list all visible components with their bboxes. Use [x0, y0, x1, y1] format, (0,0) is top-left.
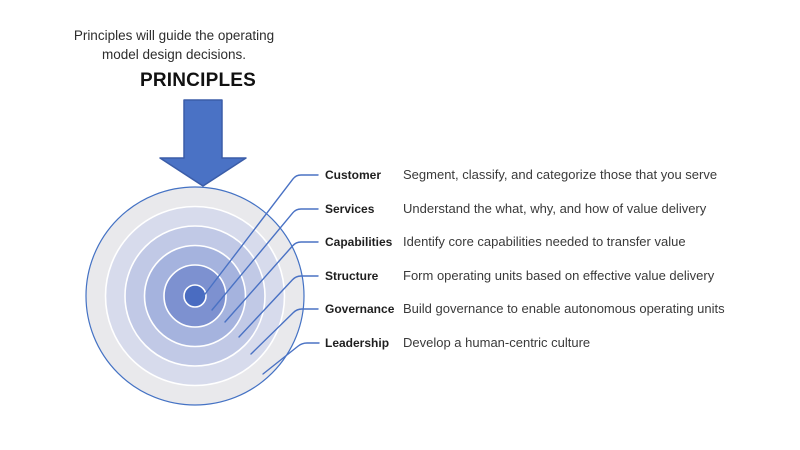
- connector-customer: [201, 174, 319, 299]
- connector-capabilities: [224, 241, 319, 323]
- callout-description: Understand the what, why, and how of val…: [403, 201, 707, 216]
- connector-structure: [238, 275, 319, 338]
- header-note-line1: Principles will guide the operating: [73, 28, 275, 43]
- callout-description: Segment, classify, and categorize those …: [403, 167, 718, 182]
- connector-services: [211, 208, 319, 311]
- connector-leadership: [262, 342, 320, 375]
- callout-row-leadership: Leadership Develop a human-centric cultur…: [325, 335, 590, 351]
- callout-row-customer: Customer Segment, classify, and categoriz…: [325, 167, 717, 183]
- callout-label: Leadership: [325, 336, 390, 350]
- header-note: Principles will guide the operating mode…: [58, 26, 290, 64]
- header-note-line2: model design decisions.: [101, 47, 247, 62]
- callout-label: Structure: [325, 269, 379, 283]
- callout-label: Customer: [325, 168, 382, 182]
- callout-label: Services: [325, 202, 375, 216]
- callout-row-structure: Structure Form operating units based on e…: [325, 268, 714, 284]
- down-arrow-icon: [159, 99, 247, 187]
- callout-row-capabilities: Capabilities Identify core capabilities n…: [325, 234, 686, 250]
- callout-description: Identify core capabilities needed to tra…: [403, 234, 686, 249]
- callout-description: Build governance to enable autonomous op…: [403, 301, 725, 316]
- circle-customer: [183, 284, 207, 308]
- callout-description: Develop a human-centric culture: [403, 335, 591, 350]
- page-title: PRINCIPLES: [139, 70, 257, 91]
- callout-row-services: Services Understand the what, why, and ho…: [325, 201, 706, 217]
- callout-description: Form operating units based on effective …: [403, 268, 715, 283]
- callout-label: Governance: [325, 302, 395, 316]
- callout-row-governance: Governance Build governance to enable aut…: [325, 301, 725, 317]
- connector-governance: [250, 308, 319, 355]
- callout-label: Capabilities: [325, 235, 393, 249]
